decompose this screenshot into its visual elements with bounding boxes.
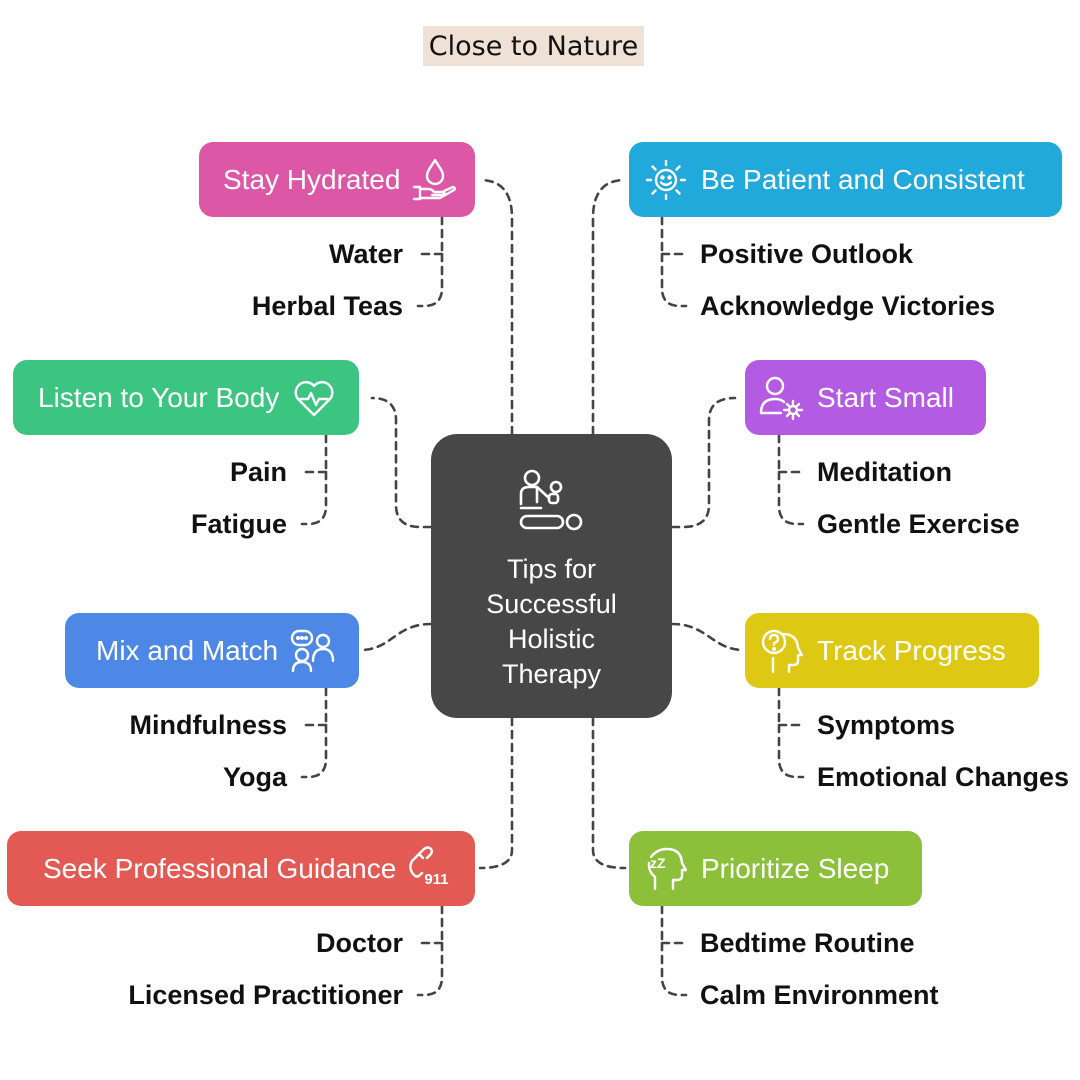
- branch-label: Stay Hydrated: [223, 163, 401, 195]
- item-acknowledge-victories: Acknowledge Victories: [700, 291, 996, 321]
- connector-be-patient: [591, 178, 627, 436]
- branch-prioritize-sleep: zZ Prioritize Sleep: [629, 831, 922, 906]
- branch-label: Mix and Match: [96, 634, 279, 666]
- sleep-zz-label: zZ: [650, 854, 666, 871]
- item-gentle-exercise: Gentle Exercise: [817, 509, 1020, 539]
- item-pain: Pain: [229, 457, 287, 487]
- person-gear-icon: [759, 375, 805, 421]
- branch-label: Prioritize Sleep: [701, 852, 890, 884]
- item-positive-outlook: Positive Outlook: [700, 239, 914, 269]
- item-fatigue: Fatigue: [190, 509, 287, 539]
- item-licensed-practitioner: Licensed Practitioner: [128, 980, 403, 1010]
- item-emotional-changes: Emotional Changes: [817, 762, 1070, 792]
- connector-stay-hydrated: [478, 178, 514, 436]
- branch-be-patient: Be Patient and Consistent: [629, 142, 1062, 217]
- branch-label: Start Small: [817, 381, 954, 413]
- central-topic-node: Tips for Successful Holistic Therapy: [431, 434, 672, 718]
- phone-911-label: 911: [424, 870, 449, 888]
- branch-label: Listen to Your Body: [38, 381, 280, 413]
- central-topic-title: Tips for Successful Holistic Therapy: [486, 554, 617, 689]
- branch-stay-hydrated: Stay Hydrated: [199, 142, 475, 217]
- group-chat-icon: [290, 629, 336, 673]
- smiling-sun-icon: [645, 159, 687, 201]
- item-meditation: Meditation: [817, 457, 952, 487]
- connector-mix-match: [358, 622, 433, 652]
- branch-label: Track Progress: [817, 634, 1006, 666]
- connector-start-small: [670, 396, 737, 529]
- branch-track-progress: Track Progress: [745, 613, 1039, 688]
- connector-track-progress: [670, 622, 746, 652]
- item-yoga: Yoga: [222, 762, 287, 792]
- item-bedtime-routine: Bedtime Routine: [700, 928, 915, 958]
- item-water: Water: [328, 239, 403, 269]
- water-drop-hand-icon: [412, 157, 458, 203]
- connector-seek-guidance: [478, 716, 514, 870]
- item-herbal-teas: Herbal Teas: [251, 291, 403, 321]
- heartbeat-icon: [291, 377, 337, 419]
- head-question-icon: [759, 628, 805, 674]
- therapist-massage-icon: [515, 468, 589, 542]
- connector-listen-body: [370, 396, 433, 529]
- branch-label: Be Patient and Consistent: [701, 163, 1025, 195]
- connector-prioritize-sleep: [591, 716, 627, 870]
- phone-911-icon: 911: [406, 845, 454, 893]
- item-doctor: Doctor: [316, 928, 403, 958]
- branch-seek-guidance: Seek Professional Guidance 911: [7, 831, 475, 906]
- branch-mix-match: Mix and Match: [65, 613, 359, 688]
- branch-label: Seek Professional Guidance: [43, 852, 397, 884]
- item-mindfulness: Mindfulness: [129, 710, 287, 740]
- item-calm-environment: Calm Environment: [700, 980, 939, 1010]
- page-title: Close to Nature: [423, 26, 644, 66]
- branch-start-small: Start Small: [745, 360, 986, 435]
- item-symptoms: Symptoms: [817, 710, 956, 740]
- sleeping-head-icon: zZ: [645, 847, 687, 891]
- branch-listen-body: Listen to Your Body: [13, 360, 359, 435]
